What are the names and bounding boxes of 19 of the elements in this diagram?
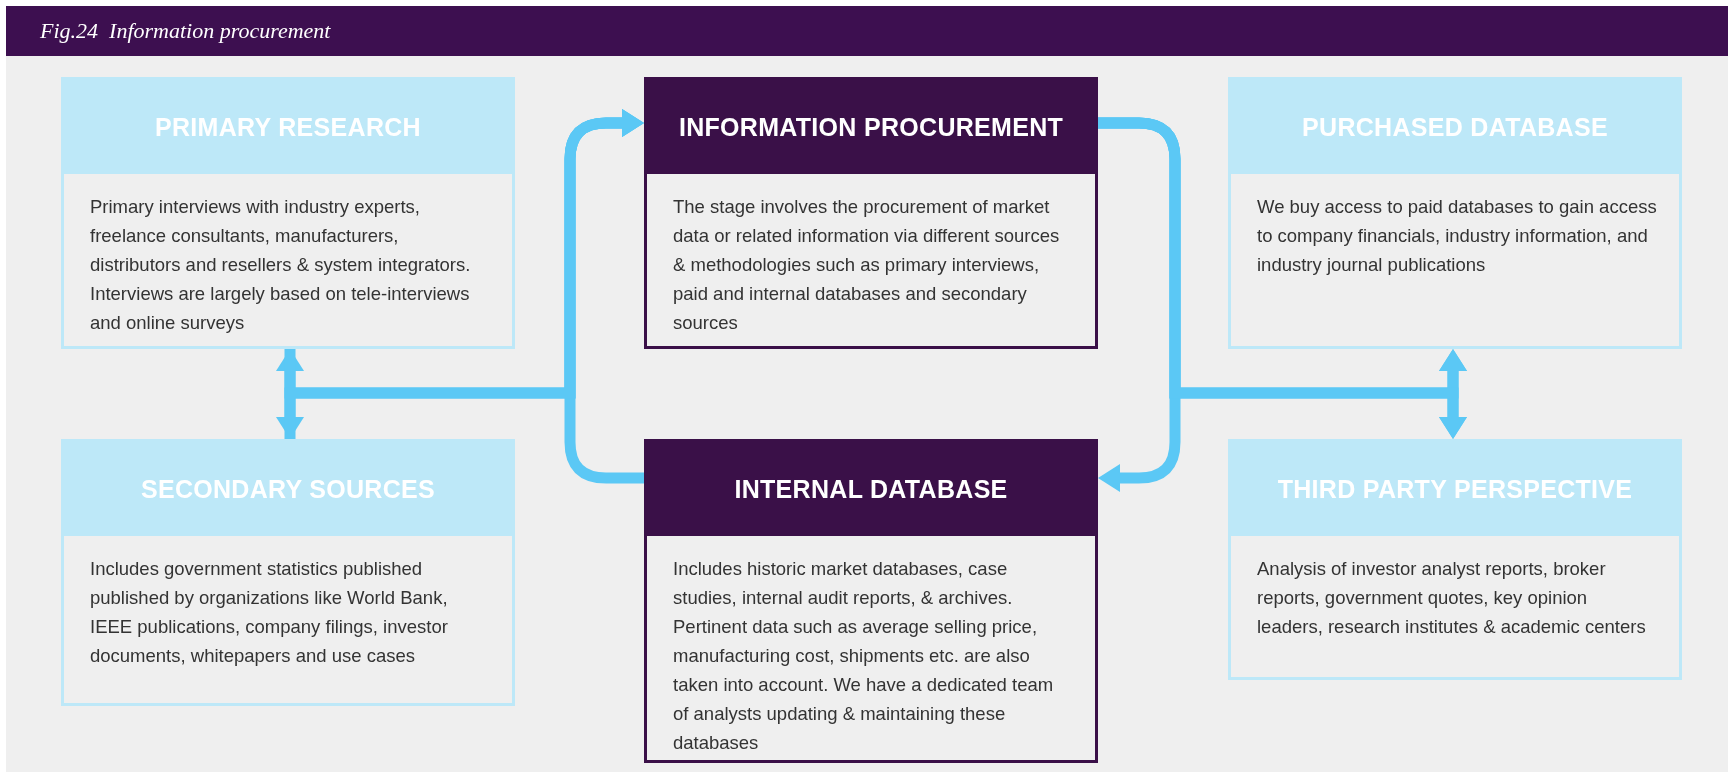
figure-title: Fig.24 Information procurement xyxy=(40,18,331,44)
info-card xyxy=(61,439,515,706)
info-card xyxy=(1228,77,1682,349)
card-text: Primary interviews with industry experts, freelance consultants, manufacturers, distributors and resellers & system integrators. Interviews are largely based on tele-interviews and online surveys xyxy=(89,195,472,335)
card-heading: INFORMATION PROCUREMENT xyxy=(678,112,1064,142)
card-heading: PURCHASED DATABASE xyxy=(1302,112,1608,142)
info-card xyxy=(644,439,1098,763)
card-heading: INTERNAL DATABASE xyxy=(734,474,1008,504)
card-text: Analysis of investor analyst reports, broker reports, government quotes, key opinion leaders, research institutes & academic centers xyxy=(1256,557,1647,639)
card-heading: SECONDARY SOURCES xyxy=(140,474,435,504)
card-text: Includes historic market databases, case studies, internal audit reports, & archives. Pertinent data such as average selling price, manufacturing cost, shipments etc. are also taken into account. We have a dedicated team of analysts updating & maintaining these databases xyxy=(672,557,1055,755)
info-card xyxy=(1228,439,1682,680)
card-text: The stage involves the procurement of market data or related information via different sources & methodologies such as primary interviews, paid and internal databases and secondary sources xyxy=(672,195,1061,335)
info-card xyxy=(61,77,515,349)
card-heading: THIRD PARTY PERSPECTIVE xyxy=(1277,474,1633,504)
card-text: Includes government statistics published published by organizations like World Bank, IEEE publications, company filings, investor documents, whitepapers and use cases xyxy=(89,557,449,668)
card-text: We buy access to paid databases to gain access to company financials, industry information, and industry journal publications xyxy=(1256,195,1658,277)
info-card xyxy=(644,77,1098,349)
card-heading: PRIMARY RESEARCH xyxy=(155,112,421,142)
